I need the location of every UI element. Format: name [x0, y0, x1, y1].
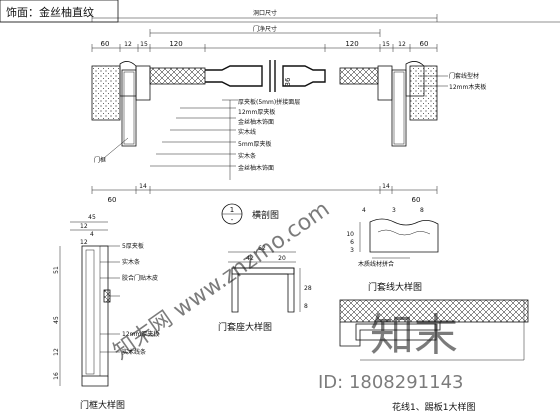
- dim-door-net: 门净尺寸: [253, 25, 277, 33]
- dim-label: 12: [80, 223, 88, 230]
- dim-label: 60: [108, 196, 117, 204]
- dim-label: 60: [101, 40, 110, 48]
- note-line: 12mm厚夹板: [238, 108, 275, 116]
- dim-label: 10: [346, 231, 354, 238]
- note-line: 5厚夹板: [122, 242, 144, 250]
- right-note: 门套线型材: [449, 72, 479, 80]
- trim-note: 木质线材拼合: [358, 260, 394, 268]
- section-marker: 1 - 横剖图: [221, 203, 279, 225]
- door-leaf-left: [149, 67, 206, 85]
- dim-label: 60: [412, 196, 421, 204]
- dim-chain-left: 60 12 15 120: [91, 40, 206, 52]
- dim-label: 12: [124, 41, 132, 48]
- dim-label: 120: [345, 40, 358, 48]
- dim-label: 14: [382, 183, 390, 190]
- dim-label: 8: [304, 303, 308, 310]
- watermark-logo: 知末: [370, 310, 458, 361]
- trim-detail: 10 6 3 4 3 8 木质线材拼合 门套线大样图: [346, 207, 439, 293]
- dim-label: 16: [53, 372, 60, 380]
- dim-label: 12: [398, 41, 406, 48]
- watermark: 知末网 www.znzmo.com 知末 ID: 1808291143: [109, 197, 463, 393]
- title-block: 饰面：金丝柚直纹: [0, 0, 560, 23]
- dim-label: 3: [392, 207, 396, 214]
- dim-label: 20: [278, 255, 286, 262]
- dim-label: 4: [90, 231, 94, 238]
- note-line: 金丝柚木饰面: [238, 118, 274, 126]
- dim-label: 42: [246, 255, 254, 262]
- dim-label: 6: [350, 239, 354, 246]
- note-line: 实木条: [122, 258, 140, 266]
- dim-label: 62: [258, 245, 266, 252]
- jamb-right: [391, 69, 407, 147]
- base-detail-label: 门套座大样图: [218, 321, 272, 333]
- watermark-id: ID: 1808291143: [318, 372, 463, 393]
- right-note: 12mm木夹板: [449, 83, 486, 91]
- page-title: 饰面：金丝柚直纹: [6, 5, 94, 19]
- note-line: 金丝柚木饰面: [238, 164, 274, 172]
- door-panel-right: [282, 65, 326, 87]
- wall-right: [409, 65, 438, 121]
- dim-label: 60: [420, 40, 429, 48]
- frame-detail-label: 门框大样图: [80, 399, 125, 411]
- plan-section: 洞口尺寸 门净尺寸 60 12 15 120 120 15 12 60: [91, 9, 486, 225]
- base-detail: 62 42 20 28 8 门套座大样图: [218, 245, 312, 333]
- note-line: 实木线: [238, 128, 256, 136]
- jamb-left: [121, 69, 137, 147]
- door-leaf-right: [339, 67, 379, 85]
- wall-left: [91, 65, 121, 121]
- molding-detail: 花线1、踢板1大样图: [339, 299, 529, 413]
- dim-opening: 洞口尺寸: [253, 9, 277, 17]
- note-line: 12mm厚夹板: [122, 330, 159, 338]
- note-line: 5mm厚夹板: [238, 140, 272, 148]
- dim-label: 3: [350, 247, 354, 254]
- dim-label: 15: [140, 41, 148, 48]
- dim-label: 14: [139, 183, 147, 190]
- door-panel-left: [205, 65, 263, 87]
- molding-detail-label: 花线1、踢板1大样图: [392, 401, 475, 413]
- note-line: 厚夹板(5mm)拼接面层: [238, 98, 300, 106]
- dim-label: 12: [53, 348, 60, 356]
- dim-label: 4: [362, 207, 366, 214]
- dim-label: 28: [304, 285, 312, 292]
- dim-label: 45: [53, 316, 60, 324]
- dim-label: 120: [169, 40, 182, 48]
- dim-label: 51: [53, 266, 60, 274]
- section-sheet: -: [231, 216, 234, 224]
- note-line: 实木线条: [122, 348, 146, 356]
- callout-notes: 厚夹板(5mm)拼接面层 12mm厚夹板 金丝柚木饰面 实木线 5mm厚夹板 实…: [150, 98, 300, 180]
- dim-center: 36: [284, 77, 292, 86]
- dim-label: 45: [88, 214, 96, 221]
- section-number: 1: [230, 206, 234, 214]
- trim-profile: [369, 218, 439, 253]
- note-line: 实木条: [238, 152, 256, 160]
- plan-label: 横剖图: [252, 209, 279, 221]
- note-line: 胶合门贴木皮: [122, 274, 158, 282]
- frame-detail: 45 12 4 12 51 45 12 16 5厚夹板 实木条 胶合门贴木皮 1…: [53, 214, 159, 411]
- trim-detail-label: 门套线大样图: [368, 281, 422, 293]
- dim-label: 8: [420, 207, 424, 214]
- dim-chain-right: 120 15 12 60: [324, 40, 438, 52]
- left-note: 门框: [94, 156, 106, 164]
- dim-label: 12: [80, 239, 88, 246]
- dim-label: 15: [382, 41, 390, 48]
